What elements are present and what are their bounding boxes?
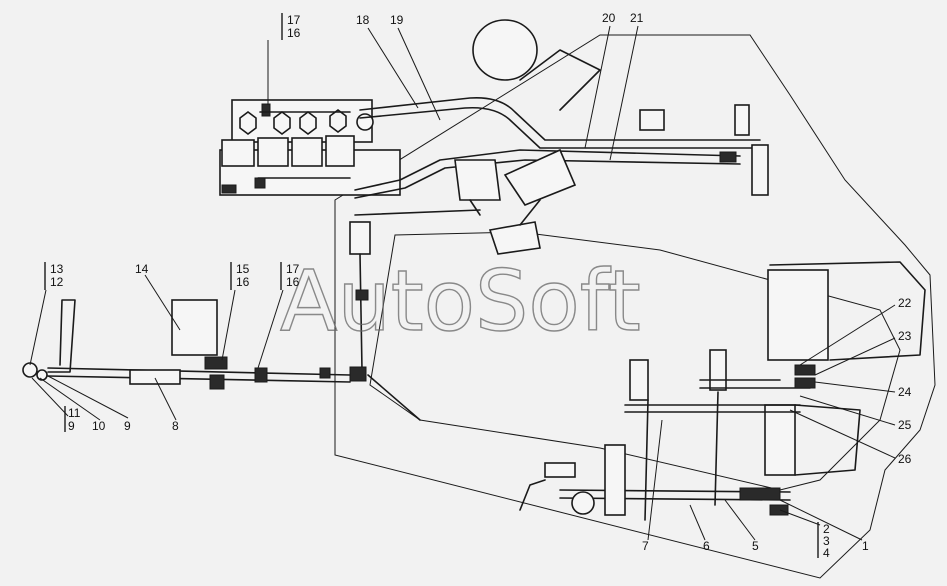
cab-outline (334, 34, 936, 579)
callout-8: 8 (172, 419, 179, 433)
callout-23: 23 (898, 329, 912, 343)
callout-16-top: 16 (287, 26, 301, 40)
callout-13: 13 (50, 262, 64, 276)
callout-16-left: 16 (236, 275, 250, 289)
upper-rods (354, 96, 769, 199)
callout-16-mid: 16 (286, 275, 300, 289)
callout-2: 2 (823, 522, 830, 536)
callout-6: 6 (703, 539, 710, 553)
leader-lines (29, 25, 896, 541)
callout-18: 18 (356, 13, 370, 27)
callout-25: 25 (898, 418, 912, 432)
callout-labels: 17 16 18 19 20 21 13 12 14 15 16 17 16 1… (50, 11, 912, 560)
callout-3: 3 (823, 534, 830, 548)
callout-12: 12 (50, 275, 64, 289)
callout-17-mid: 17 (286, 262, 300, 276)
callout-7: 7 (642, 539, 649, 553)
callout-24: 24 (898, 385, 912, 399)
control-valve-block (219, 99, 401, 196)
callout-bars (44, 13, 819, 558)
callout-15: 15 (236, 262, 250, 276)
left-linkage (22, 299, 367, 390)
watermark: AutoSoft (280, 252, 641, 350)
callout-22: 22 (898, 296, 912, 310)
callout-26: 26 (898, 452, 912, 466)
callout-21: 21 (630, 11, 644, 25)
vertical-link (349, 209, 481, 421)
brake-pedal-group (454, 19, 601, 255)
callout-14: 14 (135, 262, 149, 276)
callout-19: 19 (390, 13, 404, 27)
callout-9-left: 9 (68, 419, 75, 433)
callout-17-top: 17 (287, 13, 301, 27)
callout-5: 5 (752, 539, 759, 553)
callout-10: 10 (92, 419, 106, 433)
lower-right-linkage (519, 261, 926, 521)
callout-4: 4 (823, 546, 830, 560)
callout-9-right: 9 (124, 419, 131, 433)
callout-20: 20 (602, 11, 616, 25)
callout-1: 1 (862, 539, 869, 553)
callout-11: 11 (68, 406, 81, 420)
